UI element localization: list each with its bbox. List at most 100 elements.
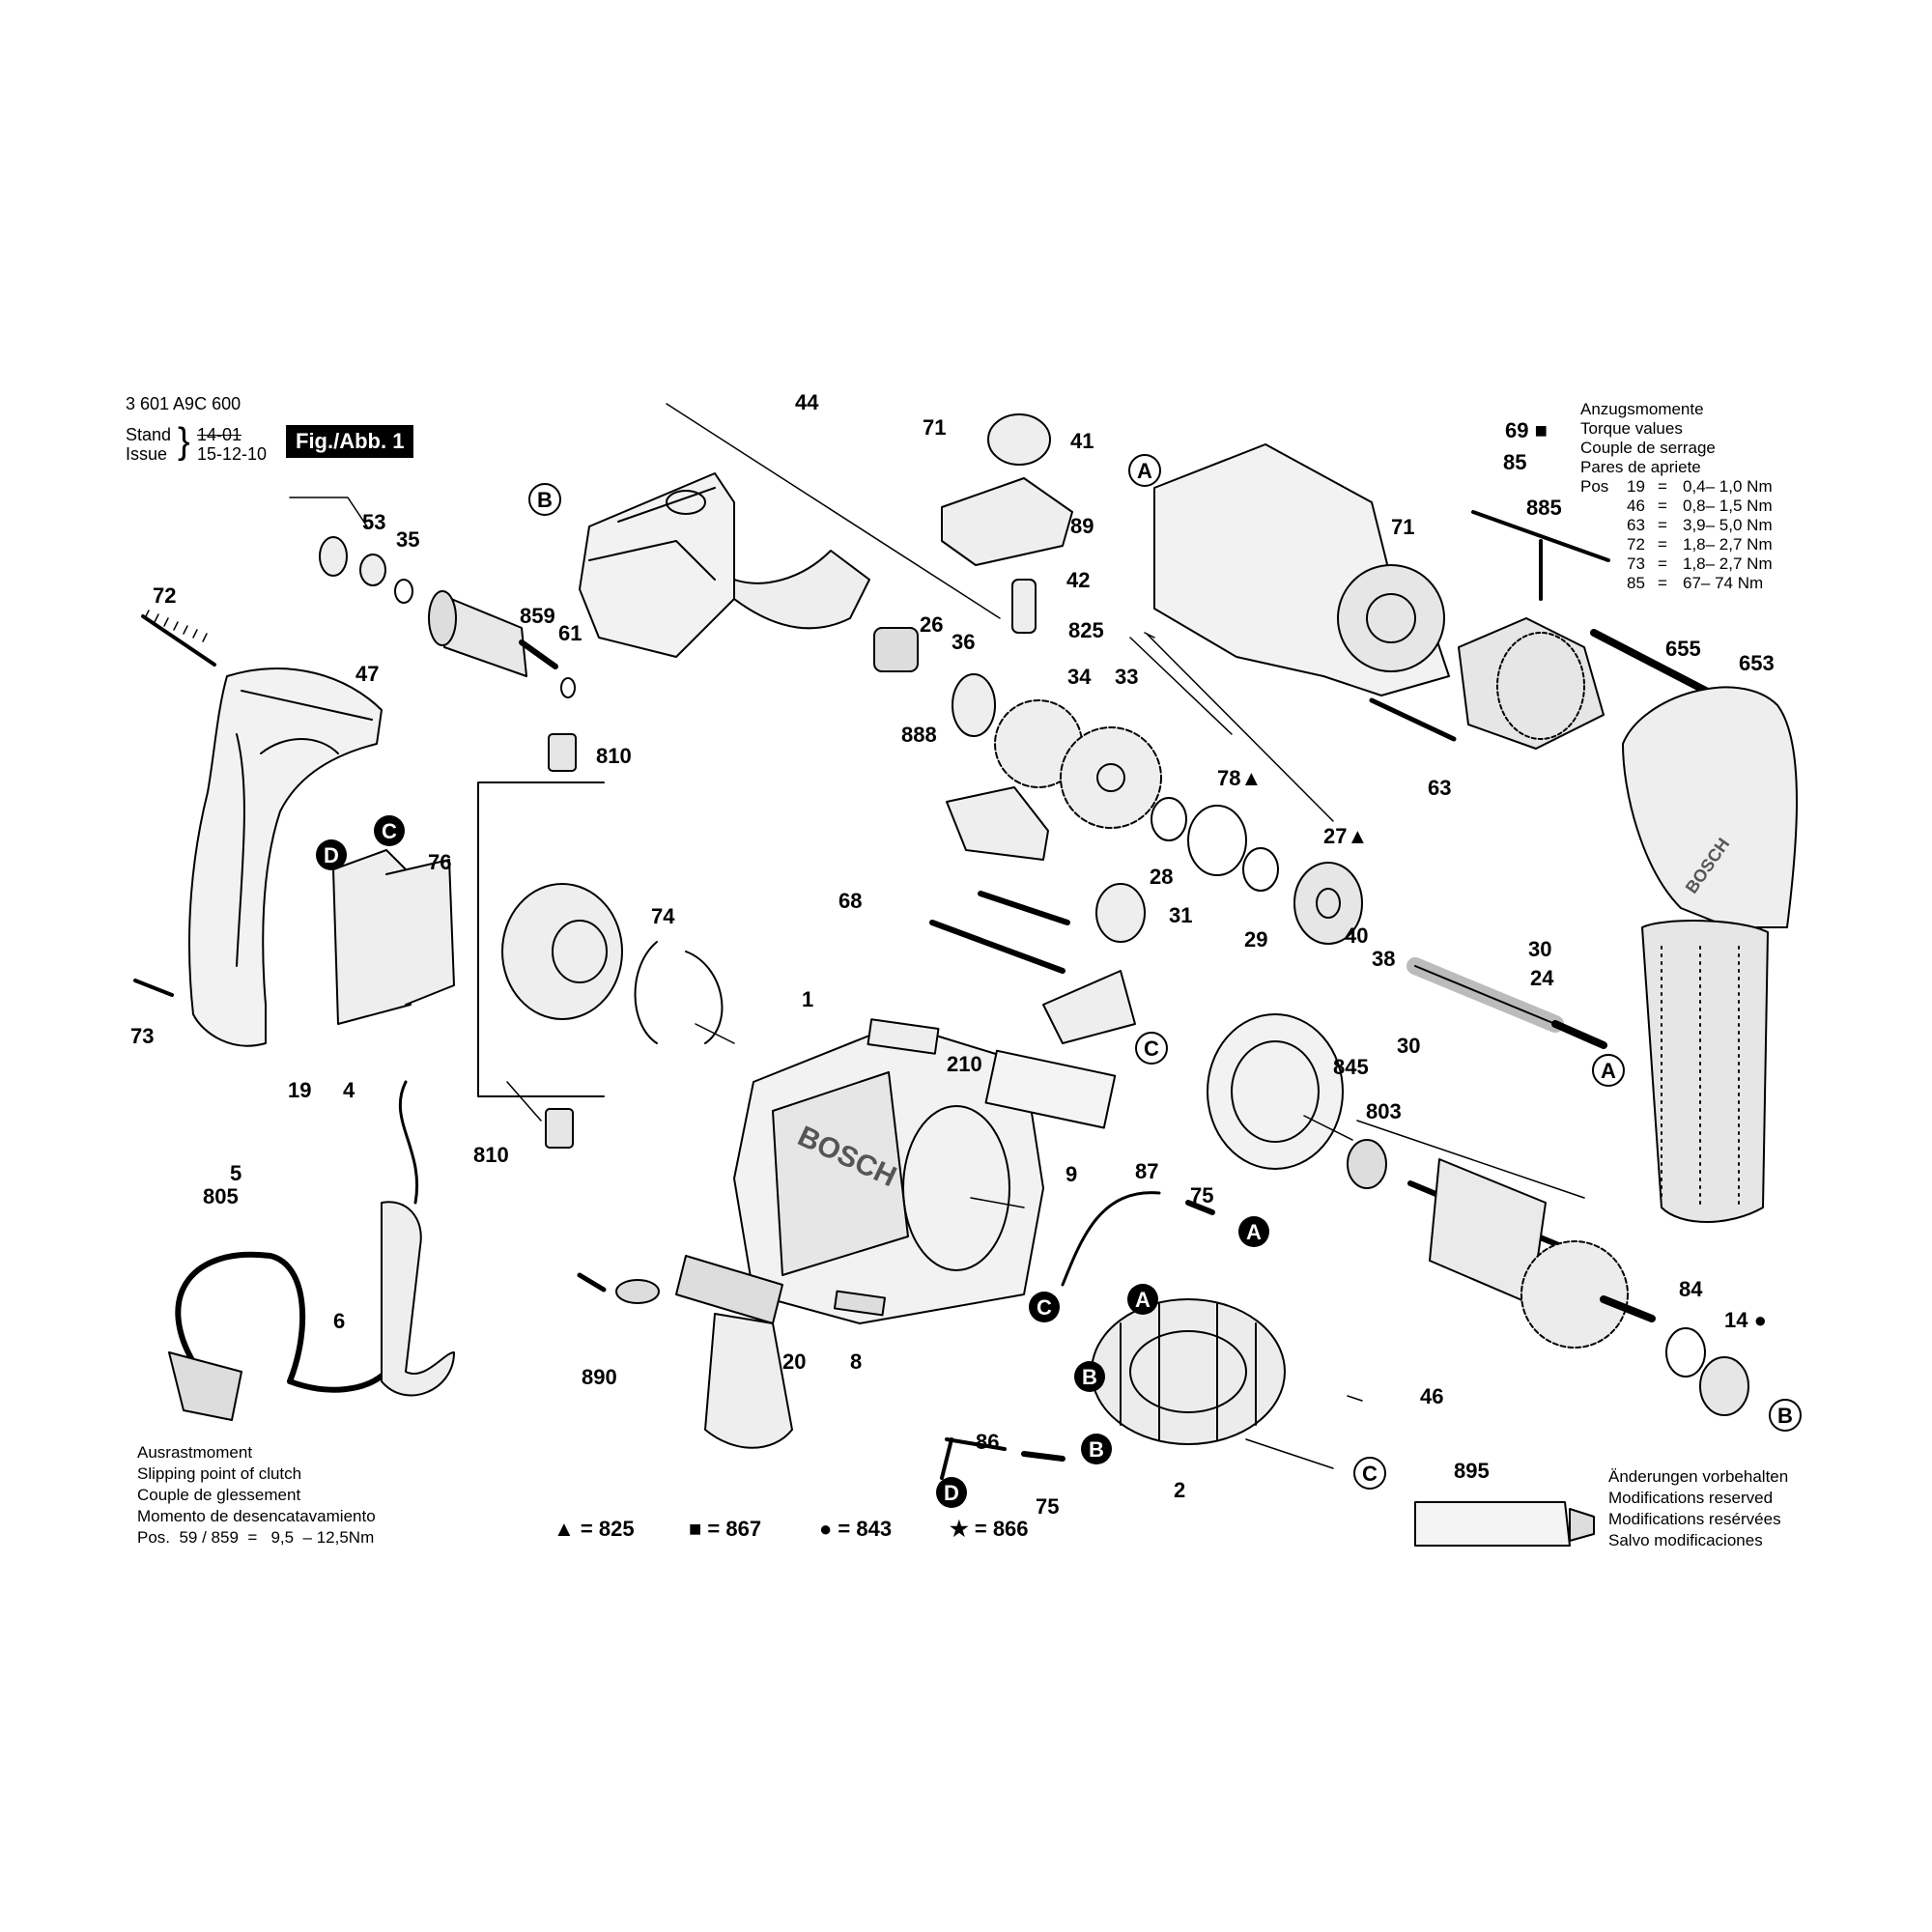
clutch-line-es: Momento de desencatavamiento <box>137 1507 376 1525</box>
legend-text: = 843 <box>838 1517 893 1541</box>
clamp-890-shape <box>615 1279 660 1304</box>
issue-value: 15-12-10 <box>197 444 268 464</box>
connector-75-shape <box>1021 1451 1065 1462</box>
screw-73-shape <box>133 979 174 997</box>
modifications-es: Salvo modificaciones <box>1608 1531 1763 1549</box>
clutch-859-shape <box>428 590 558 677</box>
callout-27: 27▲ <box>1323 824 1368 848</box>
gear-33-shape <box>1060 726 1162 829</box>
callout-803: 803 <box>1366 1099 1402 1123</box>
table-row: 46=0,8– 1,5 Nm <box>1580 497 1776 516</box>
callout-72: 72 <box>153 583 176 608</box>
callout-35: 35 <box>396 527 419 552</box>
callout-655: 655 <box>1665 637 1701 661</box>
wire-87-shape <box>1061 1191 1161 1287</box>
square-icon: ■ <box>689 1517 702 1541</box>
callout-805: 805 <box>203 1184 239 1208</box>
torque-title-es: Pares de apriete <box>1580 458 1701 476</box>
cable-guard-6-shape <box>381 1201 455 1397</box>
figure-label: Fig./Abb. 1 <box>286 425 414 458</box>
brush-holder-76-shape <box>501 883 623 1020</box>
cover-89-shape <box>941 477 1073 566</box>
bearing-27-hole-shape <box>1316 888 1341 919</box>
callout-210: 210 <box>947 1052 982 1076</box>
torque-title-de: Anzugsmomente <box>1580 400 1704 418</box>
screw-63-shape <box>1369 697 1457 742</box>
table-row: 73=1,8– 2,7 Nm <box>1580 554 1776 574</box>
callout-24: 24 <box>1530 966 1554 990</box>
torque-value: 1,8– 2,7 Nm <box>1683 535 1773 554</box>
svg-text:C: C <box>1362 1462 1378 1486</box>
ring-78-shape <box>1187 805 1247 876</box>
table-row: 72=1,8– 2,7 Nm <box>1580 535 1776 554</box>
triangle-icon: ▲ <box>554 1517 575 1541</box>
clamp-890-screw <box>577 1272 607 1293</box>
callout-29: 29 <box>1244 927 1267 952</box>
shifter-888-shape <box>946 786 1049 861</box>
callout-5: 5 <box>230 1161 242 1185</box>
motor-housing-1-shape <box>675 1023 1044 1449</box>
svg-text:A: A <box>1601 1059 1616 1083</box>
svg-text:B: B <box>1089 1437 1104 1462</box>
leader-lines <box>289 403 1585 1469</box>
shift-fork-shape <box>1042 970 1136 1044</box>
label-8-shape <box>833 1290 887 1317</box>
part-number: 3 601 A9C 600 <box>126 394 242 413</box>
callout-20: 20 <box>782 1350 806 1374</box>
callout-73: 73 <box>130 1024 154 1048</box>
washer-35-shape <box>359 554 386 586</box>
svg-text:A: A <box>1137 459 1152 483</box>
ring-28-shape <box>1151 797 1187 841</box>
torque-value: 67– 74 Nm <box>1683 574 1764 592</box>
legend-triangle: ▲ = 825 <box>554 1517 635 1542</box>
callout-9: 9 <box>1065 1162 1077 1186</box>
spring-74-shape <box>634 941 724 1044</box>
svg-text:A: A <box>1246 1220 1262 1244</box>
label-9-shape <box>984 1049 1117 1129</box>
stand-value: 14-01 <box>197 425 242 444</box>
clutch-line-de: Ausrastmoment <box>137 1443 253 1462</box>
callout-42: 42 <box>1066 568 1090 592</box>
legend-text: = 867 <box>707 1517 762 1541</box>
callout-2: 2 <box>1174 1478 1185 1502</box>
table-row: 85=67– 74 Nm <box>1580 574 1776 593</box>
chuck-key-85-shape <box>1471 510 1610 601</box>
part-36-shape <box>952 673 996 737</box>
callout-75-top: 75 <box>1190 1183 1213 1208</box>
callout-75-bottom: 75 <box>1036 1494 1059 1519</box>
svg-text:B: B <box>1777 1404 1793 1428</box>
marker-b-open-housing: B <box>528 483 561 516</box>
svg-text:C: C <box>382 819 397 843</box>
knob-41-shape <box>987 413 1051 466</box>
callout-68: 68 <box>838 889 862 913</box>
torque-eq: = <box>1658 554 1667 573</box>
callout-44: 44 <box>795 390 819 414</box>
svg-text:D: D <box>944 1481 959 1505</box>
callout-53: 53 <box>362 510 385 534</box>
callout-71-right: 71 <box>1391 515 1414 539</box>
switch-4-shape <box>332 849 455 1025</box>
torque-pos: 19 <box>1627 477 1645 496</box>
armature-803-shape <box>1347 1139 1656 1349</box>
marker-a-filled-connector: A <box>1238 1216 1269 1247</box>
marker-c-filled-switch: C <box>374 815 405 846</box>
torque-eq: = <box>1658 535 1667 554</box>
modifications-en: Modifications reserved <box>1608 1489 1774 1507</box>
callout-76: 76 <box>428 850 451 874</box>
marker-b-filled-connector: B <box>1081 1434 1112 1464</box>
torque-value: 0,8– 1,5 Nm <box>1683 497 1773 515</box>
bracket-76-shape <box>477 781 605 1097</box>
torque-eq: = <box>1658 574 1667 592</box>
callout-895: 895 <box>1454 1459 1490 1483</box>
callout-36: 36 <box>952 630 975 654</box>
spindle-24-shape <box>1406 957 1607 1049</box>
callout-14: 14 ● <box>1724 1308 1767 1332</box>
rear-handle-shape <box>188 668 383 1047</box>
marker-b-open-bearing: B <box>1769 1399 1802 1432</box>
torque-value: 1,8– 2,7 Nm <box>1683 554 1773 573</box>
cable-wire-shape <box>398 1080 418 1205</box>
callout-84: 84 <box>1679 1277 1703 1301</box>
issue-label: Issue <box>126 444 168 464</box>
